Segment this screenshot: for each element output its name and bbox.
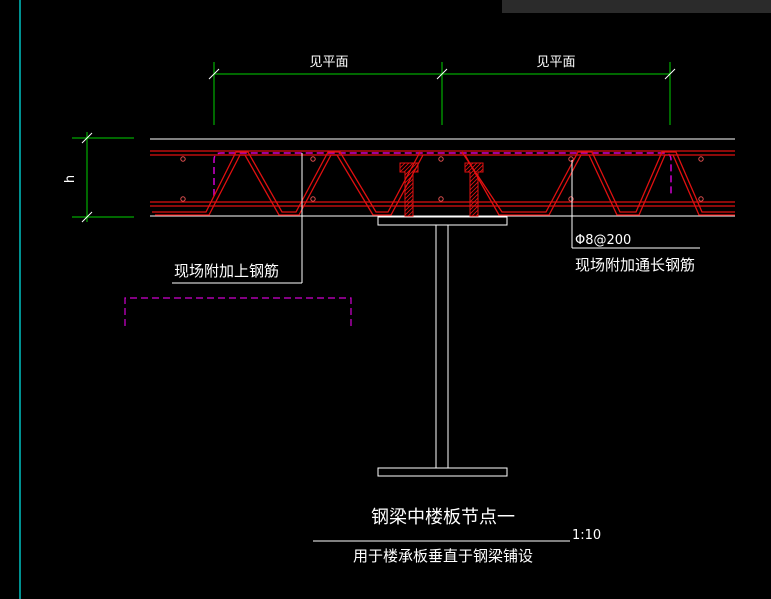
rebar-dot xyxy=(310,156,316,162)
rebar-dot xyxy=(180,156,186,162)
dashed-bracket xyxy=(124,297,352,326)
rebar-dot xyxy=(310,196,316,202)
top-dimension xyxy=(208,62,676,125)
rebar-dots xyxy=(180,156,704,202)
reference-bracket-dashed xyxy=(124,297,352,326)
dimension-tick-right xyxy=(664,68,676,80)
rebar-dot xyxy=(438,156,444,162)
concrete-slab xyxy=(150,138,735,217)
rebar-dot xyxy=(698,196,704,202)
height-tick-bottom xyxy=(81,211,93,223)
truss-zigzag-right-b xyxy=(464,154,735,216)
shear-studs xyxy=(399,162,484,217)
right-spec-label: Φ8@200 xyxy=(575,233,631,248)
top-rebar xyxy=(150,150,735,156)
truss-zigzag-right-a xyxy=(461,151,735,213)
height-label: h xyxy=(63,175,78,183)
truss-zigzag-left-b xyxy=(155,154,424,216)
drawing-title: 钢梁中楼板节点一 xyxy=(371,507,515,528)
beam-top-flange xyxy=(377,216,508,226)
right-span-label: 见平面 xyxy=(536,55,575,70)
shear-stud-left xyxy=(399,162,419,217)
left-rebar-label: 现场附加上钢筋 xyxy=(174,262,279,280)
steel-i-beam xyxy=(377,216,508,477)
right-rebar-label: 现场附加通长钢筋 xyxy=(575,256,695,274)
left-callout-leader xyxy=(172,153,303,284)
rebar-dot xyxy=(180,196,186,202)
bottom-rebar xyxy=(150,201,735,207)
height-tick-top xyxy=(81,132,93,144)
rebar-dot xyxy=(438,196,444,202)
truss-zigzag-left-a xyxy=(152,151,421,213)
shear-stud-right xyxy=(464,162,484,217)
drawing-scale: 1:10 xyxy=(572,528,601,543)
dimension-tick-left xyxy=(208,68,220,80)
rebar-dot xyxy=(698,156,704,162)
dimension-tick-mid xyxy=(436,68,448,80)
beam-bottom-flange xyxy=(377,467,508,477)
right-callout-leader xyxy=(571,160,700,249)
left-span-label: 见平面 xyxy=(309,55,348,70)
additional-top-rebar-dashed xyxy=(213,152,672,196)
viewport-toolbar-strip[interactable] xyxy=(502,0,771,13)
drawing-subtitle: 用于楼承板垂直于钢梁铺设 xyxy=(353,547,533,565)
rebar-dot xyxy=(568,196,574,202)
dashed-hook-bar xyxy=(213,152,672,196)
height-dimension xyxy=(72,132,134,223)
truss-web xyxy=(152,151,735,216)
rebar-dot xyxy=(568,156,574,162)
